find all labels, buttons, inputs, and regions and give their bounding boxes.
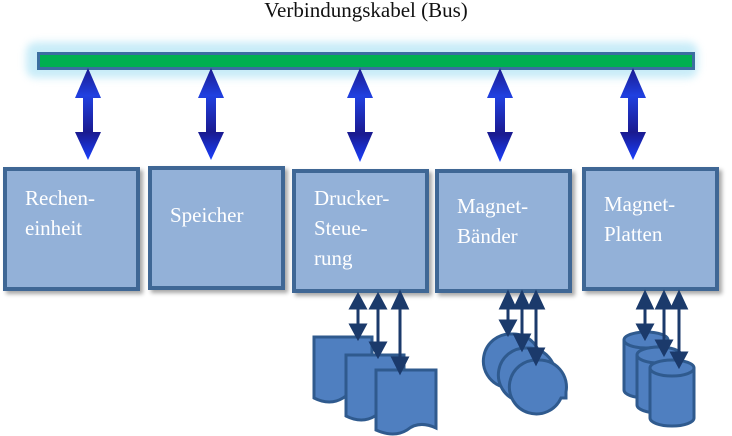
bus-cable <box>37 52 695 70</box>
bus-arrow-icon <box>347 68 373 162</box>
bus-arrow-icon <box>487 68 513 162</box>
component-rechen-einheit: Rechen- einheit <box>3 167 140 291</box>
bus-arrow-icon <box>198 68 224 160</box>
component-speicher: Speicher <box>148 166 285 290</box>
device-arrows-disk <box>635 289 689 370</box>
bus-arrows <box>75 68 646 162</box>
bus-arrow-icon <box>620 68 646 160</box>
component-magnet-platten: Magnet- Platten <box>582 167 719 291</box>
diagram-title: Verbindungskabel (Bus) <box>264 0 468 22</box>
bus-arrow-icon <box>75 68 101 160</box>
device-arrows-printer <box>348 289 410 376</box>
tape-reels-icon <box>481 332 568 416</box>
component-drucker-steuerung: Drucker- Steue- rung <box>292 169 429 293</box>
component-magnet-baender: Magnet- Bänder <box>435 169 572 293</box>
documents-icon <box>312 335 438 436</box>
device-arrows-tape <box>498 289 546 367</box>
